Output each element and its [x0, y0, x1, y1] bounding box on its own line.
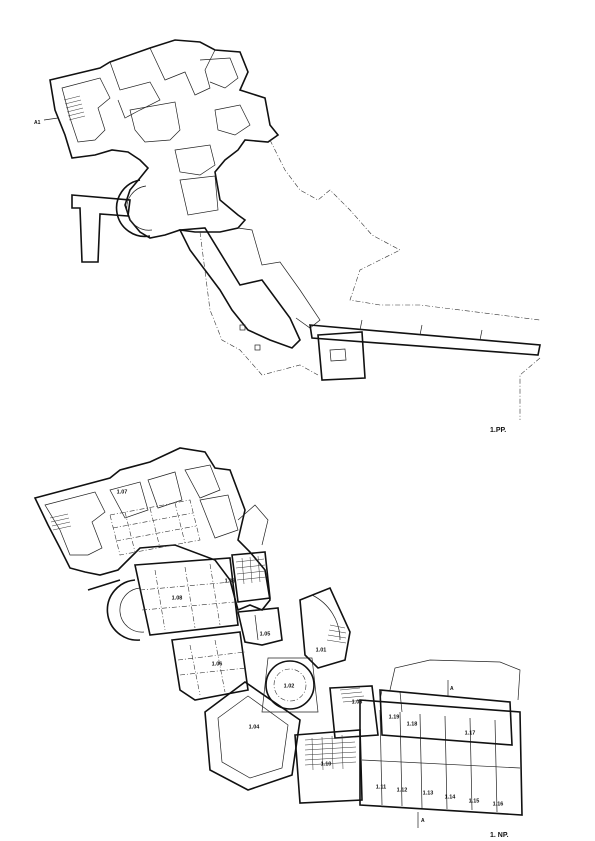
- stair-hatch-nw: [49, 513, 72, 531]
- room-label-1-19: 1.19: [389, 714, 400, 720]
- room-label-1-10: 1.10: [321, 761, 332, 767]
- room-label-1-18: 1.18: [407, 721, 418, 727]
- section-mark-top: A: [450, 686, 454, 692]
- section-mark-bottom: A: [421, 818, 425, 824]
- room-label-1-01: 1.01: [316, 647, 327, 653]
- room-label-1-04: 1.04: [249, 724, 261, 730]
- room-label-1-12: 1.12: [397, 787, 408, 793]
- fan-stair: [326, 624, 347, 644]
- plan-1pp: A1 1.PP.: [34, 39, 541, 434]
- room-label-1-17: 1.17: [465, 730, 476, 736]
- room-label-1-15: 1.15: [469, 798, 480, 804]
- stair-1-03: [339, 687, 367, 703]
- room-label-1-14: 1.14: [445, 794, 457, 800]
- room-label-1-11: 1.11: [376, 784, 386, 790]
- room-label-1-03: 1.03: [352, 699, 363, 705]
- section-marker-a1: A1: [34, 120, 41, 126]
- room-label-1-09: 1.09: [225, 578, 236, 584]
- stair-hatch: [63, 95, 86, 121]
- room-label-1-08: 1.08: [172, 595, 183, 601]
- grid-1-09: [235, 555, 267, 585]
- room-label-1-05: 1.05: [260, 631, 271, 637]
- plan-title-1np: 1. NP.: [490, 832, 509, 839]
- room-label-1-02: 1.02: [284, 683, 295, 689]
- plan-1np: A A 1.01 1.02 1.03 1.04 1.05 1.06 1.07 1…: [33, 447, 523, 839]
- plan-title-1pp: 1.PP.: [490, 427, 506, 434]
- room-label-1-13: 1.13: [423, 790, 434, 796]
- room-label-1-06: 1.06: [212, 661, 223, 667]
- room-label-1-16: 1.16: [493, 801, 504, 807]
- room-label-1-07: 1.07: [117, 489, 128, 495]
- grid-1-10: [304, 734, 357, 771]
